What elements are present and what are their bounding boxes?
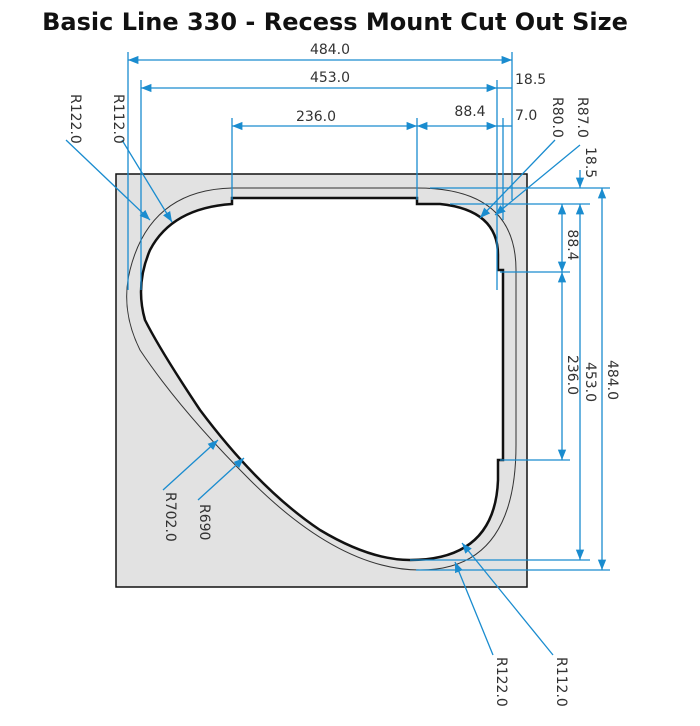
radius-r122-bottom: R122.0 xyxy=(493,657,509,707)
dim-height-outer: 484.0 xyxy=(604,360,620,400)
dim-height-inner: 453.0 xyxy=(582,362,598,402)
radius-r702: R702.0 xyxy=(162,492,178,542)
radius-r122-top: R122.0 xyxy=(67,94,83,144)
radius-r112-top: R112.0 xyxy=(110,94,126,144)
dim-height-corner: 88.4 xyxy=(564,229,580,260)
page-title: Basic Line 330 - Recess Mount Cut Out Si… xyxy=(42,8,628,36)
dim-offset-18-5-right: 18.5 xyxy=(582,147,598,178)
recess-outline xyxy=(126,187,517,571)
cutout-shape xyxy=(139,196,505,562)
dimension-lines xyxy=(65,52,610,656)
radius-r690: R690 xyxy=(196,504,212,540)
dim-offset-18-5-top: 18.5 xyxy=(515,72,546,88)
radius-r80: R80.0 xyxy=(549,97,565,138)
dim-height-side-edge: 236.0 xyxy=(564,355,580,395)
dim-width-top-edge: 236.0 xyxy=(296,109,336,125)
dim-width-inner: 453.0 xyxy=(310,70,350,86)
radius-r112-bottom: R112.0 xyxy=(553,657,569,707)
dimension-labels: 484.0 453.0 236.0 88.4 18.5 7.0 484.0 45… xyxy=(67,42,620,707)
dim-offset-7-0: 7.0 xyxy=(515,108,537,124)
dim-width-corner: 88.4 xyxy=(454,104,485,120)
radius-r87: R87.0 xyxy=(574,97,590,138)
dim-width-outer: 484.0 xyxy=(310,42,350,58)
